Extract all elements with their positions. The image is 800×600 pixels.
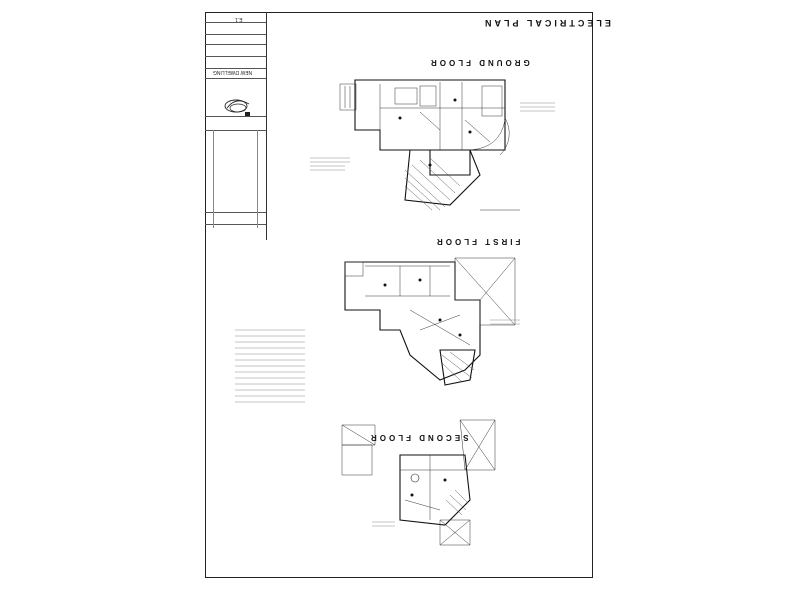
- firm-logo-icon: [224, 99, 250, 116]
- drawing-sheet-frame: [205, 12, 593, 578]
- notes-linework: [235, 102, 555, 527]
- title-block: E.1 NEW DWELLING: [205, 12, 267, 240]
- first-floor-plan: [344, 257, 516, 386]
- second-floor-plan: [341, 419, 496, 546]
- ground-floor-plan: [339, 79, 520, 211]
